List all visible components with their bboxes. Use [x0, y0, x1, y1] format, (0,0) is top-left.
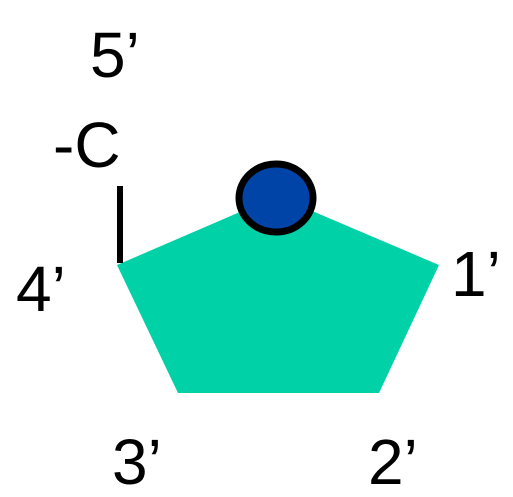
label-4-prime: 4’	[16, 253, 66, 325]
label-3-prime: 3’	[112, 426, 162, 497]
label-5-prime: 5’	[90, 19, 140, 91]
label-2-prime: 2’	[368, 426, 418, 497]
label-carbon: -C	[53, 109, 121, 181]
ring-oxygen-atom	[235, 160, 317, 236]
pentose-ring	[117, 196, 439, 393]
label-1-prime: 1’	[451, 238, 501, 310]
